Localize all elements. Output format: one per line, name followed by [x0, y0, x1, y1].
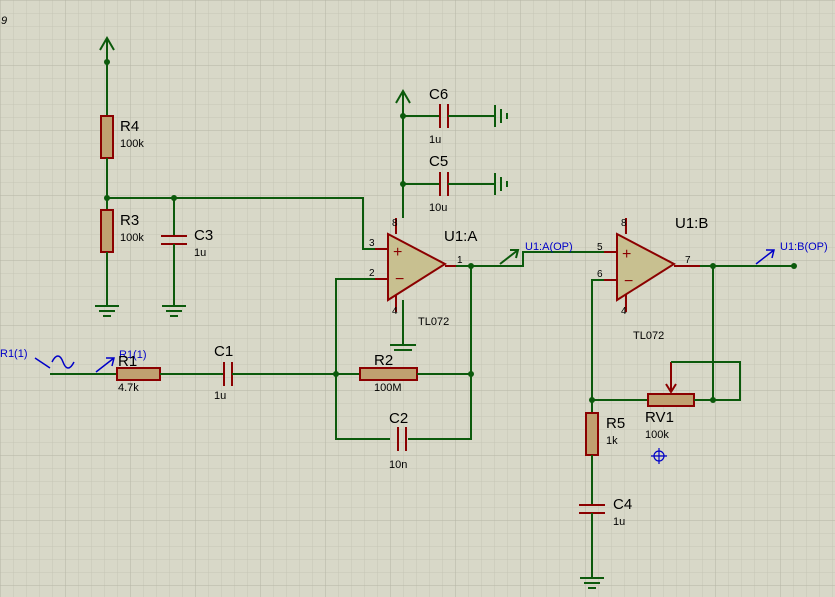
gain-network: RV1 100k R5 1k C4 1u [579, 266, 741, 589]
r2-value: 100M [374, 382, 402, 394]
ground-symbol-u1a [390, 344, 416, 351]
r4-ref: R4 [120, 118, 139, 135]
c1-ref: C1 [214, 343, 233, 360]
u1b-pin-vcc: 8 [621, 218, 627, 229]
rv1-value: 100k [645, 429, 669, 441]
r4-value: 100k [120, 138, 144, 150]
u1a-triangle [387, 232, 447, 302]
net-label-u1a-out: U1:A(OP) [525, 241, 573, 253]
u1b-pin-vee: 4 [621, 306, 627, 317]
resistor-r3[interactable] [100, 209, 114, 253]
r3-ref: R3 [120, 212, 139, 229]
c2-ref: C2 [389, 410, 408, 427]
ground-symbol-c5 [494, 173, 508, 195]
u1a-pin-out: 1 [457, 255, 463, 266]
c6-value: 1u [429, 134, 441, 146]
net-label-source: R1(1) [0, 348, 28, 360]
input-stage: R1(1) R1(1) R1 4.7k C1 1u [0, 343, 336, 402]
c2-value: 10n [389, 459, 407, 471]
net-probe-u1b-out[interactable] [755, 249, 775, 265]
resistor-r2[interactable] [359, 367, 418, 381]
r5-ref: R5 [606, 415, 625, 432]
c4-value: 1u [613, 516, 625, 528]
u1b-pin-out: 7 [685, 255, 691, 266]
vcc-terminal-arrow[interactable] [99, 36, 115, 62]
u1a-plus-sign: + [393, 244, 402, 261]
c3-value: 1u [194, 247, 206, 259]
c5-value: 10u [429, 202, 447, 214]
ground-symbol-c3 [162, 305, 186, 317]
c6-ref: C6 [429, 86, 448, 103]
u1a-pin-vee: 4 [392, 306, 398, 317]
u1b-plus-sign: + [622, 246, 631, 263]
net-probe-u1a-out[interactable] [499, 249, 520, 265]
resistor-r5[interactable] [585, 412, 599, 456]
rv1-wiper[interactable] [665, 362, 677, 394]
rv1-ref: RV1 [645, 409, 674, 426]
r5-value: 1k [606, 435, 618, 447]
vcc-terminal-arrow-2[interactable] [395, 89, 411, 116]
signal-generator[interactable] [34, 355, 75, 369]
potentiometer-rv1[interactable] [647, 393, 695, 407]
resistor-r4[interactable] [100, 115, 114, 159]
u1b-pin-plus: 5 [597, 242, 603, 253]
u1a-part: TL072 [418, 316, 449, 328]
u1b-triangle [616, 232, 676, 302]
net-probe-input[interactable] [95, 357, 115, 373]
u1a-pin-vcc: 8 [392, 218, 398, 229]
net-label-u1b-out: U1:B(OP) [780, 241, 828, 253]
rv1-origin-marker [651, 448, 667, 464]
corner-mark: 9 [1, 15, 7, 27]
c1-value: 1u [214, 390, 226, 402]
supply-decoupling: C6 1u C5 10u [395, 86, 508, 218]
u1a-pin-plus: 3 [369, 238, 375, 249]
c3-ref: C3 [194, 227, 213, 244]
bias-divider: R4 100k R3 100k C3 1u [95, 36, 375, 317]
ground-symbol-c6 [494, 105, 508, 127]
u1b-ref: U1:B [675, 215, 708, 232]
u1b-part: TL072 [633, 330, 664, 342]
feedback-network: R2 100M C2 10n [333, 266, 474, 471]
r3-value: 100k [120, 232, 144, 244]
c4-ref: C4 [613, 496, 632, 513]
u1a-ref: U1:A [444, 228, 477, 245]
ground-symbol-c4 [580, 577, 604, 589]
capacitor-c2[interactable] [397, 427, 407, 451]
r2-ref: R2 [374, 352, 393, 369]
u1a-minus-sign: − [395, 271, 404, 288]
c5-ref: C5 [429, 153, 448, 170]
r1-value: 4.7k [118, 382, 139, 394]
u1a-pin-minus: 2 [369, 268, 375, 279]
ground-symbol-r3 [95, 305, 119, 317]
u1b-minus-sign: − [624, 273, 633, 290]
opamp-u1b[interactable]: + − 5 6 7 8 4 U1:B TL072 [597, 215, 708, 342]
net-label-input: R1(1) [119, 349, 147, 361]
opamp-u1a[interactable]: + − 3 2 1 8 4 U1:A TL072 [369, 218, 477, 328]
r1-ref: R1 [118, 353, 137, 370]
u1b-pin-minus: 6 [597, 269, 603, 280]
